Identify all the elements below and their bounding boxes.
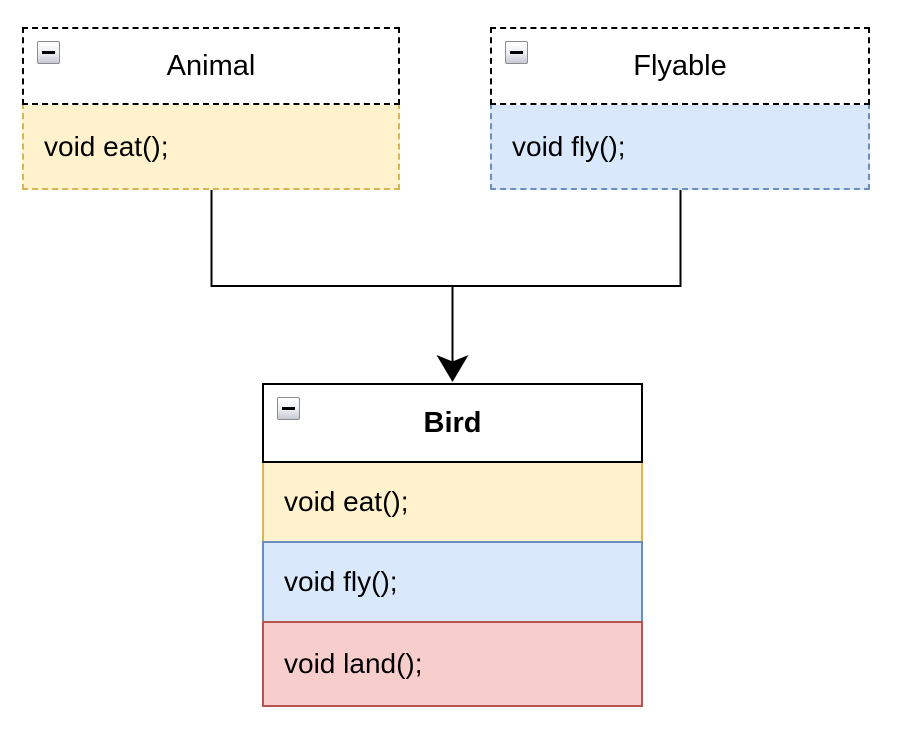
class-name-flyable: Flyable: [633, 49, 727, 82]
collapse-button-animal[interactable]: [37, 41, 60, 64]
class-name-bird: Bird: [423, 406, 482, 439]
method-label: void fly();: [284, 566, 398, 597]
method-label: void eat();: [44, 130, 169, 162]
minus-icon: [42, 51, 55, 54]
collapse-button-flyable[interactable]: [505, 41, 528, 64]
class-box-animal[interactable]: Animal void eat();: [22, 27, 400, 190]
class-box-flyable[interactable]: Flyable void fly();: [490, 27, 870, 190]
class-title-animal[interactable]: Animal: [22, 27, 400, 105]
class-title-flyable[interactable]: Flyable: [490, 27, 870, 105]
minus-icon: [282, 407, 295, 410]
method-row-flyable-fly[interactable]: void fly();: [490, 103, 870, 190]
arrowhead-icon: [436, 355, 469, 382]
method-label: void land();: [284, 648, 423, 679]
class-name-animal: Animal: [166, 49, 256, 82]
method-label: void eat();: [284, 486, 409, 517]
class-box-bird[interactable]: Bird void eat(); void fly(); void land()…: [262, 383, 643, 707]
class-title-bird[interactable]: Bird: [262, 383, 643, 463]
minus-icon: [510, 51, 523, 54]
method-row-bird-fly[interactable]: void fly();: [262, 541, 643, 623]
method-row-animal-eat[interactable]: void eat();: [22, 103, 400, 190]
method-row-bird-eat[interactable]: void eat();: [262, 461, 643, 543]
method-row-bird-land[interactable]: void land();: [262, 621, 643, 707]
collapse-button-bird[interactable]: [277, 397, 300, 420]
method-label: void fly();: [512, 130, 626, 162]
